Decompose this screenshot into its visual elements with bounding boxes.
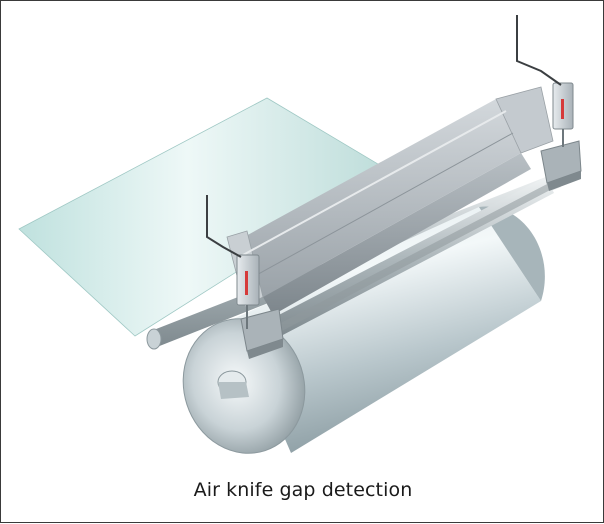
right-sensor-assembly <box>516 15 582 191</box>
left-sensor-cable <box>206 195 242 258</box>
figure-caption: Air knife gap detection <box>193 479 413 501</box>
main-roll <box>182 206 545 454</box>
left-sensor-assembly <box>206 195 284 359</box>
right-sensor-cable <box>516 15 562 86</box>
